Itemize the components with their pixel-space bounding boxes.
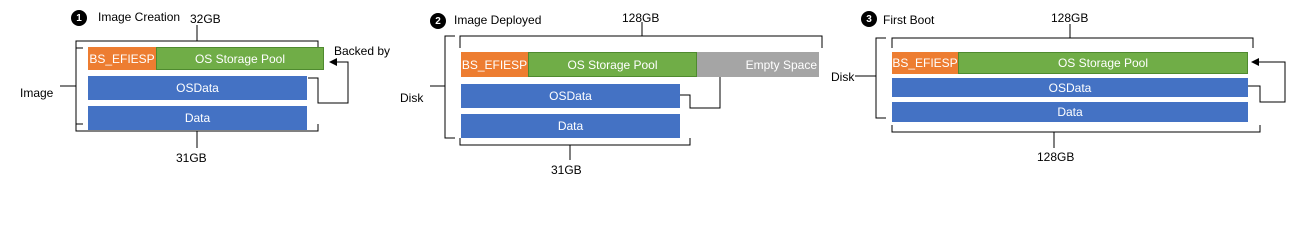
side-label: Disk: [400, 91, 424, 105]
p1-left-bracket: [75, 47, 83, 125]
bottom-size-label: 128GB: [1037, 150, 1075, 164]
top-size-label: 128GB: [1051, 11, 1089, 25]
os-storage-pool: OS Storage Pool: [958, 52, 1248, 74]
top-size-label: 32GB: [190, 12, 221, 26]
p2-top-bracket: [459, 35, 823, 48]
side-label: Image: [20, 86, 54, 100]
efiesp-partition: BS_EFIESP: [892, 52, 958, 74]
step-badge: 3: [861, 11, 877, 27]
data-partition: Data: [461, 114, 680, 138]
efiesp-partition: BS_EFIESP: [461, 52, 528, 77]
panel-title: Image Creation: [98, 10, 181, 24]
efiesp-partition: BS_EFIESP: [88, 47, 156, 70]
step-badge: 1: [71, 10, 87, 26]
os-storage-pool: OS Storage Pool: [156, 47, 324, 70]
panel-title: First Boot: [883, 13, 935, 27]
step-badge: 2: [430, 13, 446, 29]
osdata-partition: OSData: [88, 76, 307, 100]
empty-space: Empty Space: [697, 52, 819, 77]
p2-left-bracket: [444, 35, 455, 139]
panel-title: Image Deployed: [454, 13, 542, 27]
bottom-size-label: 31GB: [176, 151, 207, 165]
p3-top-bracket: [891, 37, 1254, 48]
data-partition: Data: [88, 106, 307, 130]
os-storage-pool: OS Storage Pool: [528, 52, 697, 77]
data-partition: Data: [892, 102, 1248, 122]
backed-by-label: Backed by: [334, 44, 391, 58]
bottom-size-label: 31GB: [551, 163, 582, 177]
osdata-partition: OSData: [892, 78, 1248, 97]
side-label: Disk: [831, 70, 855, 84]
p2-bottom-bracket: [459, 138, 691, 146]
p3-bottom-bracket: [891, 125, 1261, 133]
p1-backed-arrow: [308, 58, 349, 104]
top-size-label: 128GB: [622, 11, 660, 25]
p3-left-bracket: [875, 37, 886, 119]
osdata-partition: OSData: [461, 84, 680, 108]
p3-backed-arrow: [1248, 58, 1286, 103]
